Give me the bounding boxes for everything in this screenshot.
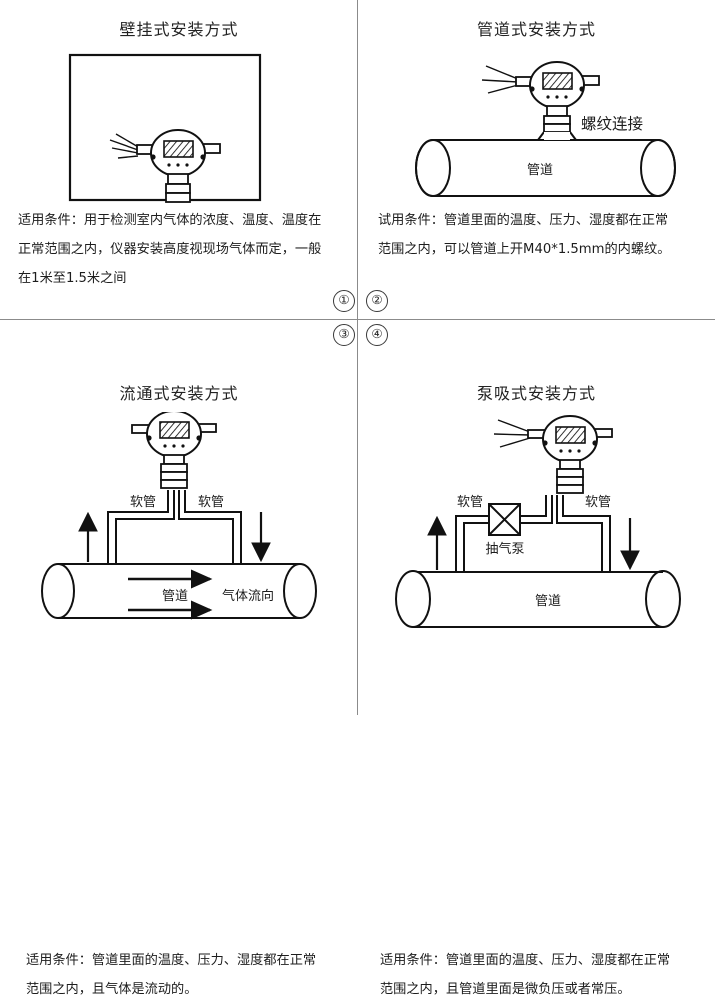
quadrant-pump-suction: 泵吸式安装方式 管道	[358, 320, 715, 997]
detector-lug-left	[150, 154, 156, 160]
quadrant-pipeline-mounted: 管道式安装方式 管道	[358, 0, 715, 320]
wall-mounted-drawing	[68, 53, 262, 203]
pipeline-label-4: 管道	[535, 594, 561, 609]
detector-led-1	[559, 449, 563, 453]
quadrant-index-2: ②	[366, 290, 388, 312]
vertical-divider	[357, 0, 358, 715]
detector-lug-right	[200, 154, 206, 160]
pipeline-mounted-drawing: 管道	[415, 61, 676, 197]
suction-pump-symbol	[488, 503, 521, 536]
caption-3: 适用条件：管道里面的温度、压力、湿度都在正常 范围之内，且气体是流动的。	[26, 953, 317, 997]
detector-led-1	[167, 163, 171, 167]
pipe-end-right	[645, 570, 681, 628]
detector-led-2	[176, 163, 180, 167]
pipe-end-right	[283, 563, 317, 619]
detector-display	[163, 140, 194, 158]
quadrant-title-1: 壁挂式安装方式	[119, 20, 239, 39]
quadrant-title-3: 流通式安装方式	[119, 384, 239, 403]
pipeline-label-2: 管道	[527, 163, 553, 178]
flow-through-drawing: 软管 软管 管道 气体流向	[41, 412, 317, 620]
hose-loop	[455, 495, 611, 572]
hose-left-label-4: 软管	[457, 495, 483, 510]
hose-right-label-4: 软管	[585, 495, 611, 510]
detector-lug-left	[146, 435, 152, 441]
detector-stem	[165, 173, 191, 203]
quadrant-flow-through: 流通式安装方式	[0, 320, 358, 997]
quadrant-index-3: ③	[333, 324, 355, 346]
detector-lug-left	[529, 86, 535, 92]
pipeline-label-3: 管道	[162, 589, 188, 604]
threaded-stem	[537, 105, 577, 141]
pipe-end-left	[395, 570, 431, 628]
detector-led-2	[555, 95, 559, 99]
pipeline-body	[395, 570, 681, 628]
quadrant-index-1: ①	[333, 290, 355, 312]
gas-flow-label-3: 气体流向	[222, 588, 274, 604]
gas-detector-flow	[131, 412, 217, 489]
detector-lug-right	[579, 86, 585, 92]
cable-wires-icon	[109, 133, 141, 159]
quadrant-wall-mounted: 壁挂式安装方式	[0, 0, 358, 320]
hose-loop	[107, 490, 242, 564]
hose-right-label-3: 软管	[198, 495, 224, 510]
wall-outline	[68, 53, 262, 202]
detector-led-3	[564, 95, 568, 99]
gas-detector-pipeline	[481, 61, 600, 141]
suction-pump-label: 抽气泵	[485, 541, 524, 557]
detector-lug-left	[542, 440, 548, 446]
pipeline-body	[415, 139, 676, 197]
pump-suction-drawing: 管道 抽气泵 软管 软管	[395, 415, 681, 628]
cable-wires-icon	[481, 65, 519, 94]
quadrant-index-4: ④	[366, 324, 388, 346]
detector-lug-right	[592, 440, 598, 446]
detector-stem	[556, 459, 584, 494]
detector-led-3	[577, 449, 581, 453]
detector-led-3	[185, 163, 189, 167]
detector-led-3	[181, 444, 185, 448]
hose-left-label-3: 软管	[130, 495, 156, 510]
thread-connection-label: 螺纹连接	[581, 115, 643, 133]
detector-display	[159, 421, 190, 439]
caption-1: 适用条件：用于检测室内气体的浓度、温度、温度在 正常范围之内，仪器安装高度视现场…	[18, 213, 322, 286]
detector-led-1	[546, 95, 550, 99]
detector-display	[542, 72, 573, 90]
detector-led-2	[568, 449, 572, 453]
quadrant-title-4: 泵吸式安装方式	[476, 384, 596, 403]
pipeline-body	[41, 563, 317, 619]
cable-wires-icon	[493, 419, 531, 448]
gas-detector-wall	[109, 129, 221, 203]
detector-stem	[160, 454, 188, 489]
detector-lug-right	[196, 435, 202, 441]
detector-display	[555, 426, 586, 444]
detector-led-2	[172, 444, 176, 448]
caption-4: 适用条件：管道里面的温度、压力、湿度都在正常 范围之内，且管道里面是微负压或者常…	[380, 953, 671, 997]
pipe-end-left	[41, 563, 75, 619]
caption-2: 试用条件：管道里面的温度、压力、湿度都在正常 范围之内，可以管道上开M40*1.…	[378, 213, 671, 257]
quadrant-title-2: 管道式安装方式	[476, 20, 596, 39]
gas-detector-pump	[493, 415, 613, 494]
detector-led-1	[163, 444, 167, 448]
